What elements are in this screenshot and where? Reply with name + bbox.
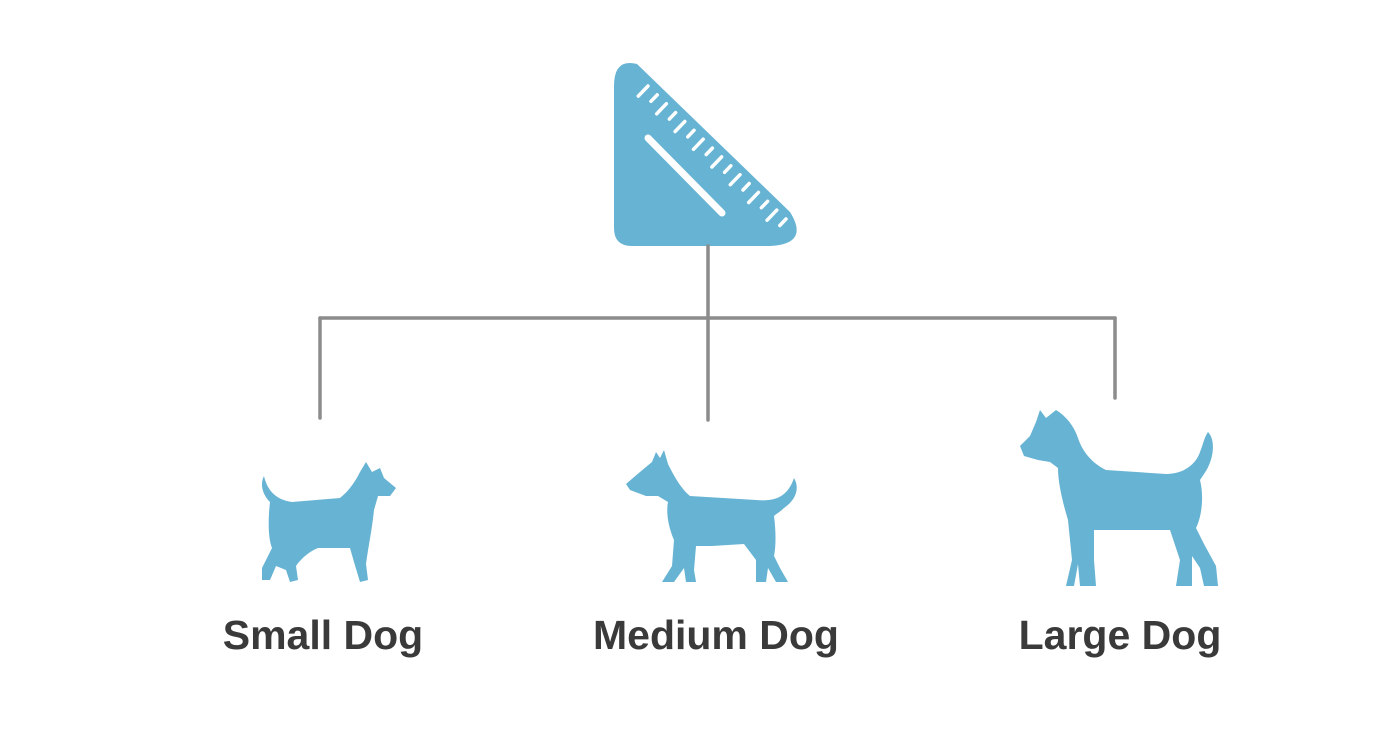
ruler-tick xyxy=(667,110,678,121)
ruler-tick xyxy=(691,137,705,152)
ruler-tick xyxy=(746,190,761,205)
ruler-tick xyxy=(636,84,650,98)
connector-lines xyxy=(318,244,1117,422)
small-dog-icon xyxy=(262,462,396,582)
ruler-tick xyxy=(741,181,751,192)
ruler-tick xyxy=(649,93,659,104)
ruler-tick xyxy=(673,119,687,134)
ruler-tick xyxy=(759,199,770,210)
ruler-ticks xyxy=(636,84,788,228)
ruler-tick xyxy=(765,208,779,222)
ruler-tick xyxy=(728,172,742,187)
ruler-tick xyxy=(686,128,696,139)
large-dog-icon xyxy=(1020,410,1218,586)
ruler-tick xyxy=(710,155,724,169)
ruler-tick xyxy=(704,146,715,157)
medium-dog-label: Medium Dog xyxy=(593,612,839,658)
large-dog-label: Large Dog xyxy=(1018,612,1222,658)
medium-dog-icon xyxy=(626,450,797,582)
ruler-triangle-icon xyxy=(614,62,797,246)
small-dog-label: Small Dog xyxy=(222,612,424,658)
ruler-tick xyxy=(654,101,669,116)
ruler-tick xyxy=(722,164,733,175)
ruler-tick xyxy=(778,217,788,228)
